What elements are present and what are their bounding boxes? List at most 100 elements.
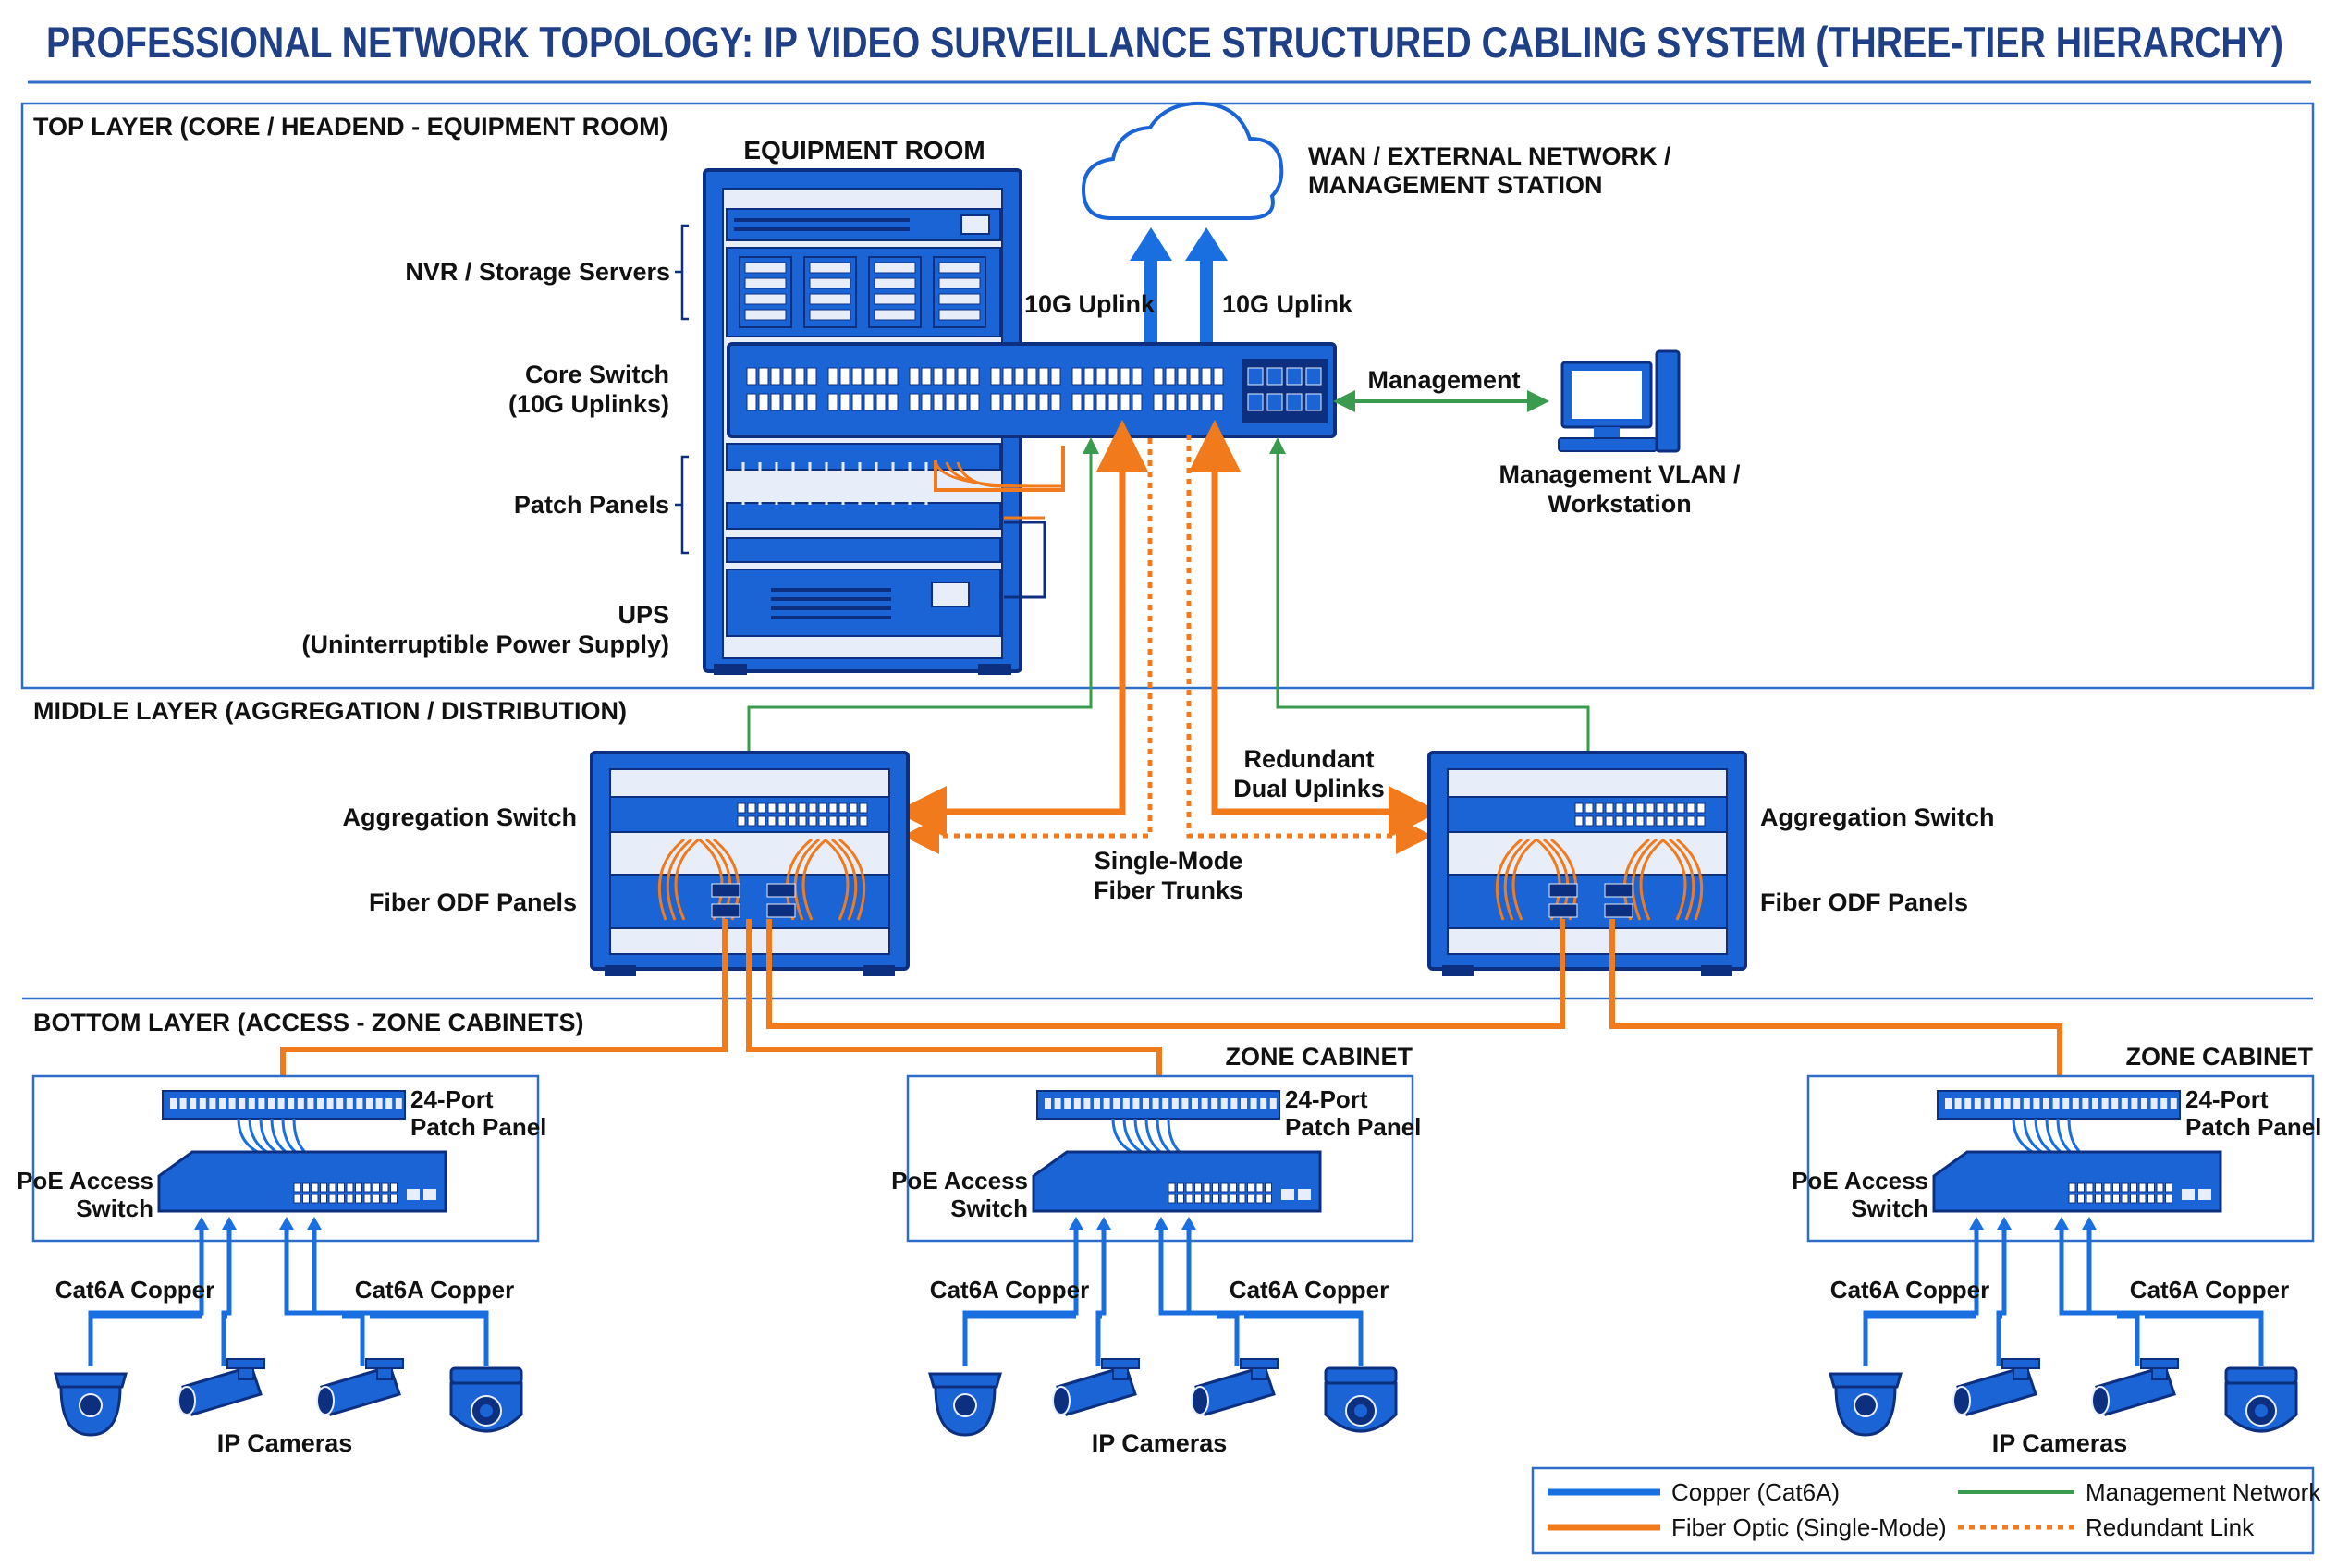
workstation-icon bbox=[1558, 349, 1681, 453]
zone-cabinet-header: ZONE CABINET bbox=[2126, 1043, 2314, 1071]
ups-label-line2: (Uninterruptible Power Supply) bbox=[301, 631, 669, 658]
bullet-camera-icon bbox=[1191, 1358, 1279, 1416]
legend: Copper (Cat6A) Fiber Optic (Single-Mode)… bbox=[1531, 1466, 2321, 1555]
dome-camera-icon bbox=[1829, 1372, 1903, 1437]
ptz-camera-icon bbox=[2224, 1366, 2298, 1433]
agg-switch-label-left: Aggregation Switch bbox=[342, 803, 577, 831]
patch-panel-bracket bbox=[675, 455, 689, 555]
bottom-layer-label: BOTTOM LAYER (ACCESS - ZONE CABINETS) bbox=[33, 1009, 584, 1036]
uplink-arrow-right bbox=[1185, 227, 1228, 344]
dome-camera-icon bbox=[54, 1372, 128, 1437]
copper-label-right: Cat6A Copper bbox=[355, 1276, 514, 1304]
copper-label-left: Cat6A Copper bbox=[55, 1276, 214, 1304]
bullet-camera-icon bbox=[177, 1358, 265, 1416]
ip-cameras-label: IP Cameras bbox=[1992, 1429, 2128, 1457]
odf-label-right: Fiber ODF Panels bbox=[1760, 888, 1968, 916]
nvr-label: NVR / Storage Servers bbox=[405, 258, 670, 286]
uplink-label-left: 10G Uplink bbox=[1024, 290, 1156, 318]
ip-cameras-label: IP Cameras bbox=[217, 1429, 353, 1457]
agg-switch-label-right: Aggregation Switch bbox=[1760, 803, 1995, 831]
uplink-arrow-left bbox=[1130, 227, 1172, 344]
bullet-camera-icon bbox=[1052, 1358, 1140, 1416]
nvr-bracket bbox=[675, 224, 689, 321]
patch-panel-24 bbox=[1937, 1090, 2181, 1120]
dome-camera-icon bbox=[928, 1372, 1002, 1437]
redundant-label-line2: Dual Uplinks bbox=[1233, 775, 1385, 802]
workstation-label-line1: Management VLAN / bbox=[1499, 460, 1741, 488]
poe-switch-label-line2: Switch bbox=[950, 1194, 1028, 1222]
aggregation-details bbox=[657, 802, 1706, 921]
fiber-zone2-drop bbox=[746, 919, 1162, 1091]
ip-cameras-label: IP Cameras bbox=[1092, 1429, 1228, 1457]
patch-panel-label-line2: Patch Panel bbox=[2185, 1113, 2321, 1141]
uplink-label-right: 10G Uplink bbox=[1222, 290, 1353, 318]
bullet-camera-icon bbox=[316, 1358, 404, 1416]
core-switch bbox=[727, 342, 1337, 438]
ptz-camera-icon bbox=[1324, 1366, 1398, 1433]
copper-label-right: Cat6A Copper bbox=[2130, 1276, 2289, 1304]
poe-access-switch bbox=[157, 1150, 447, 1213]
legend-management-label: Management Network bbox=[2086, 1478, 2321, 1506]
patch-panels-label: Patch Panels bbox=[514, 491, 669, 519]
top-layer-label: TOP LAYER (CORE / HEADEND - EQUIPMENT RO… bbox=[33, 113, 668, 141]
trunks-label-line1: Single-Mode bbox=[1095, 847, 1243, 875]
legend-fiber-label: Fiber Optic (Single-Mode) bbox=[1671, 1513, 1947, 1541]
ups-label-line1: UPS bbox=[618, 601, 669, 629]
patch-panel-24 bbox=[1036, 1090, 1280, 1120]
poe-switch-label-line2: Switch bbox=[1851, 1194, 1928, 1222]
bullet-camera-icon bbox=[1952, 1358, 2040, 1416]
poe-switch-label-line1: PoE Access bbox=[891, 1167, 1028, 1194]
cat6a-copper-runs bbox=[962, 1217, 1364, 1366]
poe-access-switch bbox=[1032, 1150, 1322, 1213]
core-switch-label-line1: Core Switch bbox=[525, 361, 669, 388]
legend-copper-label: Copper (Cat6A) bbox=[1671, 1478, 1840, 1506]
core-switch-label-line2: (10G Uplinks) bbox=[508, 390, 669, 418]
page-title: PROFESSIONAL NETWORK TOPOLOGY: IP VIDEO … bbox=[46, 18, 2283, 67]
legend-redundant-label: Redundant Link bbox=[2086, 1513, 2255, 1541]
patch-panel-24 bbox=[162, 1090, 406, 1120]
patch-panel-label-line2: Patch Panel bbox=[1285, 1113, 1421, 1141]
copper-label-left: Cat6A Copper bbox=[1830, 1276, 1989, 1304]
poe-switch-label-line1: PoE Access bbox=[17, 1167, 153, 1194]
wan-label-line2: MANAGEMENT STATION bbox=[1308, 171, 1602, 199]
patch-panel-label-line1: 24-Port bbox=[2185, 1085, 2269, 1113]
poe-switch-label-line1: PoE Access bbox=[1792, 1167, 1928, 1194]
fiber-zone2 bbox=[766, 919, 1565, 1029]
ptz-camera-icon bbox=[449, 1366, 523, 1433]
management-link-label: Management bbox=[1367, 366, 1520, 394]
workstation-label-line2: Workstation bbox=[1548, 490, 1692, 518]
wan-label-line1: WAN / EXTERNAL NETWORK / bbox=[1308, 142, 1671, 170]
fiber-zone1 bbox=[280, 919, 728, 1091]
fiber-uplink-right bbox=[1189, 420, 1440, 838]
fiber-zone3 bbox=[1609, 919, 2062, 1091]
patch-panel-label-line1: 24-Port bbox=[1285, 1085, 1368, 1113]
bullet-camera-icon bbox=[2091, 1358, 2179, 1416]
redundant-link-right bbox=[1186, 433, 1433, 854]
odf-label-left: Fiber ODF Panels bbox=[369, 888, 577, 916]
middle-layer-label: MIDDLE LAYER (AGGREGATION / DISTRIBUTION… bbox=[33, 697, 627, 725]
equipment-room-label: EQUIPMENT ROOM bbox=[743, 136, 985, 165]
zone-cabinet-header: ZONE CABINET bbox=[1226, 1043, 1413, 1071]
cat6a-copper-runs bbox=[88, 1217, 489, 1366]
top-layer-frame bbox=[20, 102, 2315, 690]
wan-cloud-icon bbox=[1081, 101, 1284, 220]
poe-switch-label-line2: Switch bbox=[76, 1194, 153, 1222]
poe-access-switch bbox=[1932, 1150, 2222, 1213]
trunks-label-line2: Fiber Trunks bbox=[1094, 876, 1243, 904]
cat6a-copper-runs bbox=[1863, 1217, 2264, 1366]
patch-panels bbox=[726, 443, 1001, 563]
management-link-right bbox=[1269, 437, 1590, 792]
core-switch-ports bbox=[746, 367, 1322, 411]
copper-label-left: Cat6A Copper bbox=[930, 1276, 1089, 1304]
redundant-label-line1: Redundant bbox=[1244, 745, 1375, 773]
patch-panel-label-line2: Patch Panel bbox=[410, 1113, 546, 1141]
patch-panel-label-line1: 24-Port bbox=[410, 1085, 494, 1113]
fiber-uplink-left bbox=[895, 420, 1148, 838]
odf-to-core-cords bbox=[934, 446, 1065, 492]
copper-label-right: Cat6A Copper bbox=[1230, 1276, 1389, 1304]
